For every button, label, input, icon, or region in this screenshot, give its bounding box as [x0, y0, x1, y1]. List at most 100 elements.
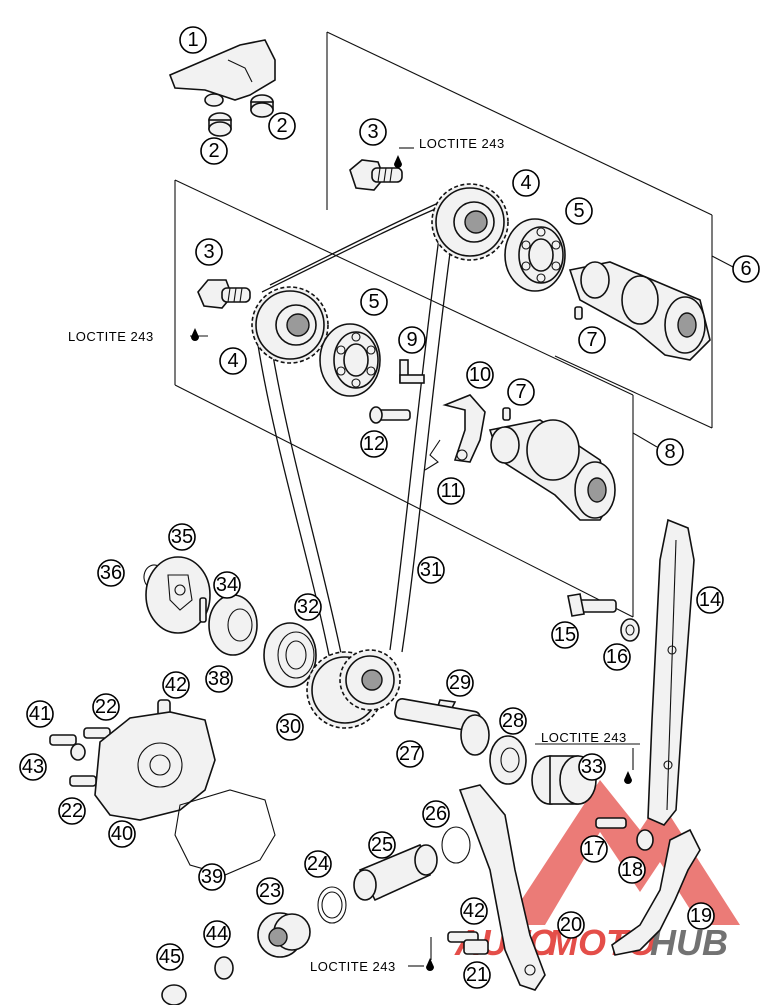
callout-label: 27 [399, 743, 421, 765]
part-1-bracket [168, 39, 276, 107]
callout-label: 25 [371, 834, 393, 856]
callout-2: 2 [268, 112, 296, 140]
callout-label: 3 [367, 121, 378, 143]
callout-17: 17 [580, 835, 608, 863]
pump-cover-40 [94, 711, 216, 821]
callout-label: 12 [363, 433, 385, 455]
callout-label: 1 [187, 29, 198, 51]
callout-label: 44 [206, 923, 228, 945]
callout-label: 38 [208, 668, 230, 690]
callout-label: 9 [406, 329, 417, 351]
bolt-3-upper [349, 159, 403, 191]
callout-label: 17 [583, 838, 605, 860]
callout-41: 41 [26, 700, 54, 728]
camshaft-upper [568, 261, 711, 361]
callout-group: 1 2 2 3 4 5 6 7 3 4 5 9 10 7 8 12 11 35 … [19, 26, 760, 989]
impeller-35 [145, 556, 211, 634]
callout-label: 33 [581, 756, 603, 778]
part-2-grommets [208, 94, 274, 137]
callout-label: 40 [111, 823, 133, 845]
callout-label: 34 [216, 574, 238, 596]
callout-22: 22 [58, 797, 86, 825]
loctite-drop-icon-1 [394, 155, 402, 168]
plug-45 [161, 984, 187, 1005]
callout-label: 43 [22, 756, 44, 778]
oring-26 [441, 826, 471, 864]
callout-18: 18 [618, 856, 646, 884]
callout-label: 29 [449, 672, 471, 694]
plug-23 [257, 912, 311, 958]
bearing-32 [263, 622, 317, 688]
callout-label: 10 [469, 364, 491, 386]
callout-30: 30 [276, 713, 304, 741]
callout-10: 10 [466, 361, 494, 389]
callout-23: 23 [256, 877, 284, 905]
callout-39: 39 [198, 863, 226, 891]
callout-label: 20 [560, 914, 582, 936]
callout-label: 15 [554, 624, 576, 646]
bolt-12 [369, 406, 411, 424]
callout-label: 21 [466, 964, 488, 986]
bolt-3-lower [197, 279, 251, 309]
callout-label: 35 [171, 526, 193, 548]
callout-6: 6 [732, 255, 760, 283]
callout-12: 12 [360, 430, 388, 458]
callout-8: 8 [656, 438, 684, 466]
gear-4-lower [251, 286, 329, 364]
callout-19: 19 [687, 902, 715, 930]
callout-label: 5 [573, 200, 584, 222]
callout-label: 18 [621, 859, 643, 881]
callout-label: 7 [586, 329, 597, 351]
tensioner-arm-19 [611, 828, 701, 956]
callout-label: 3 [203, 241, 214, 263]
chain-guide-14 [647, 518, 695, 826]
washer-44 [214, 956, 234, 980]
pin-34 [199, 597, 207, 623]
callout-label: 41 [29, 703, 51, 725]
callout-label: 32 [297, 596, 319, 618]
bolt-15 [567, 593, 617, 617]
callout-label: 16 [606, 646, 628, 668]
camshaft-lower [488, 419, 616, 521]
callout-26: 26 [422, 800, 450, 828]
bearing-5-lower [319, 323, 381, 397]
shaft-27 [394, 698, 490, 756]
loctite-label-4: LOCTITE 243 [310, 959, 396, 974]
callout-7: 7 [507, 378, 535, 406]
callout-label: 4 [227, 350, 238, 372]
callout-3: 3 [359, 118, 387, 146]
bushing-18 [636, 829, 654, 851]
callout-44: 44 [203, 920, 231, 948]
callout-label: 30 [279, 716, 301, 738]
callout-42: 42 [460, 897, 488, 925]
gasket-39 [174, 789, 276, 876]
callout-label: 6 [740, 258, 751, 280]
loctite-label-3: LOCTITE 243 [541, 730, 627, 745]
callout-35: 35 [168, 523, 196, 551]
callout-4: 4 [219, 347, 247, 375]
loctite-label-2: LOCTITE 243 [68, 329, 154, 344]
callout-label: 31 [420, 559, 442, 581]
callout-5: 5 [565, 197, 593, 225]
callout-42: 42 [162, 671, 190, 699]
callout-34: 34 [213, 571, 241, 599]
bearing-5-upper [504, 218, 566, 292]
washer-16 [620, 618, 640, 642]
bolt-41 [49, 734, 77, 746]
callout-29: 29 [446, 669, 474, 697]
callout-14: 14 [696, 586, 724, 614]
callout-label: 23 [259, 880, 281, 902]
pin-7-lower [502, 407, 511, 421]
callout-22: 22 [92, 693, 120, 721]
assembly-box-8 [174, 179, 658, 618]
pin-9 [399, 359, 425, 384]
callout-1: 1 [179, 26, 207, 54]
loctite-label-1: LOCTITE 243 [419, 136, 505, 151]
washer-28 [489, 735, 527, 785]
callout-label: 28 [502, 710, 524, 732]
callout-3: 3 [195, 238, 223, 266]
callout-label: 7 [515, 381, 526, 403]
loctite-drop-icon-3 [624, 771, 632, 784]
callout-label: 22 [95, 696, 117, 718]
callout-45: 45 [156, 943, 184, 971]
